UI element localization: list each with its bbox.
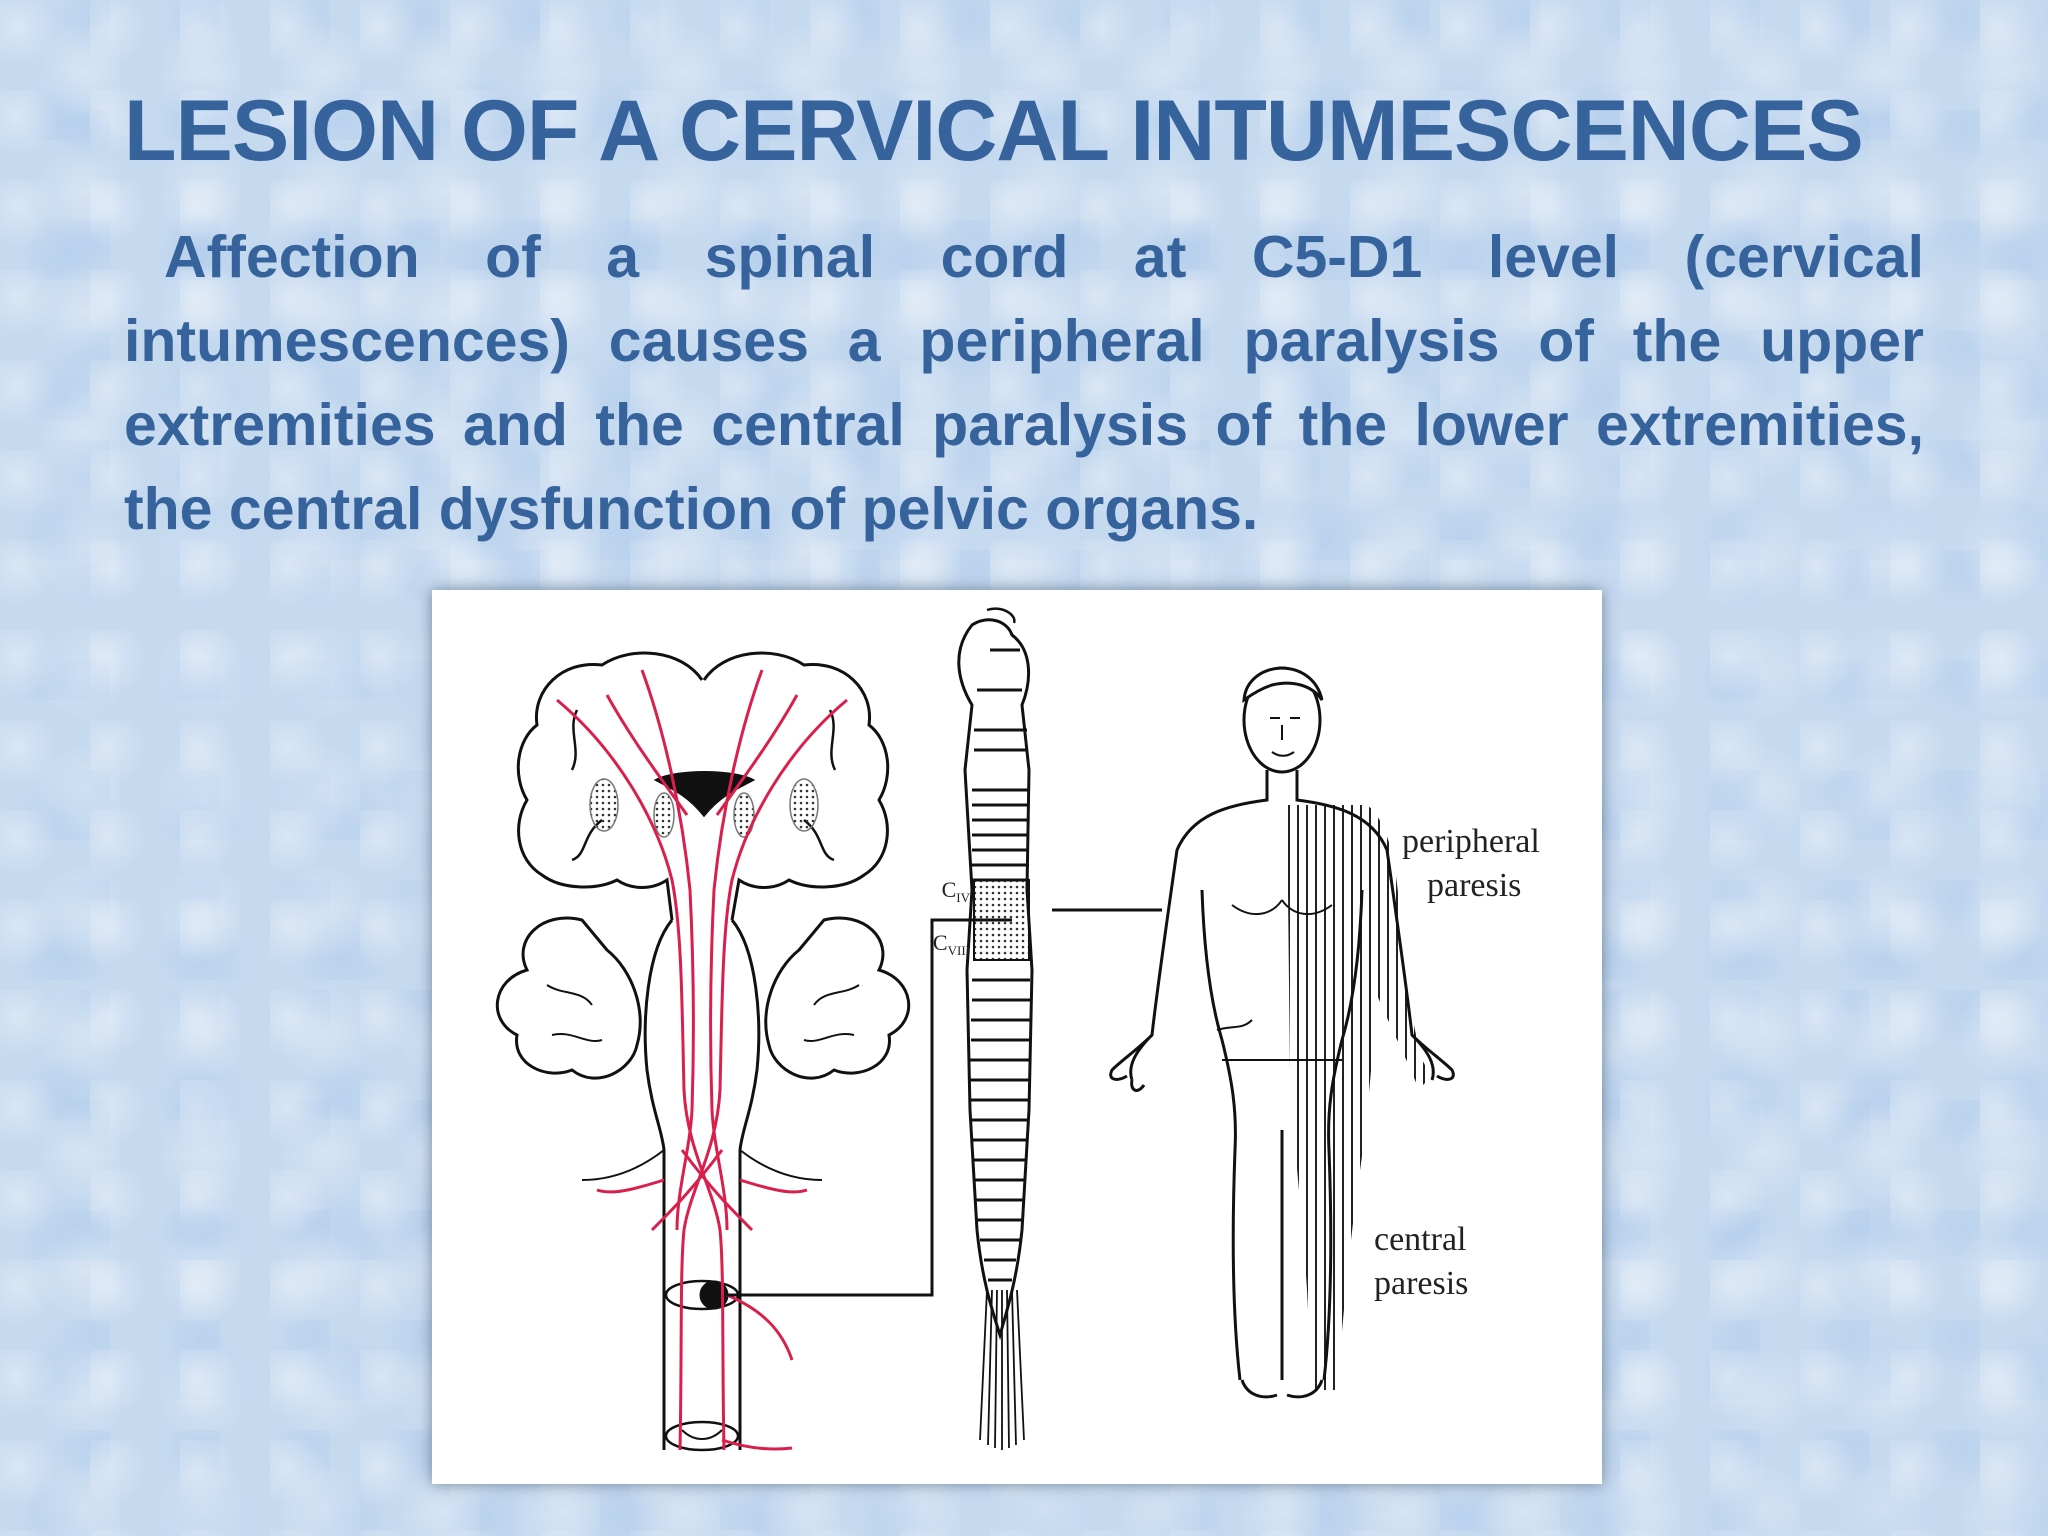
slide-title: LESION OF A CERVICAL INTUMESCENCES	[124, 83, 1864, 179]
figure-drawing: CIV CVIII	[495, 607, 1540, 1452]
label-peripheral-line1: peripheral	[1402, 823, 1540, 860]
slide-body-text: Affection of a spinal cord at C5-D1 leve…	[124, 224, 1924, 542]
label-civ: CIV	[942, 877, 971, 905]
label-cviii: CVIII	[933, 930, 970, 958]
spinal-column-diagram	[957, 607, 1034, 1450]
neuroanatomy-figure: CIV CVIII	[432, 590, 1602, 1484]
human-figure	[1109, 666, 1455, 1399]
label-central-line2: paresis	[1374, 1265, 1468, 1302]
connector-lines	[727, 908, 1162, 1297]
brain-coronal-section	[495, 651, 911, 1452]
label-peripheral-line2: paresis	[1427, 867, 1521, 904]
label-central-line1: central	[1374, 1221, 1467, 1258]
pyramidal-tracts	[556, 669, 848, 1451]
